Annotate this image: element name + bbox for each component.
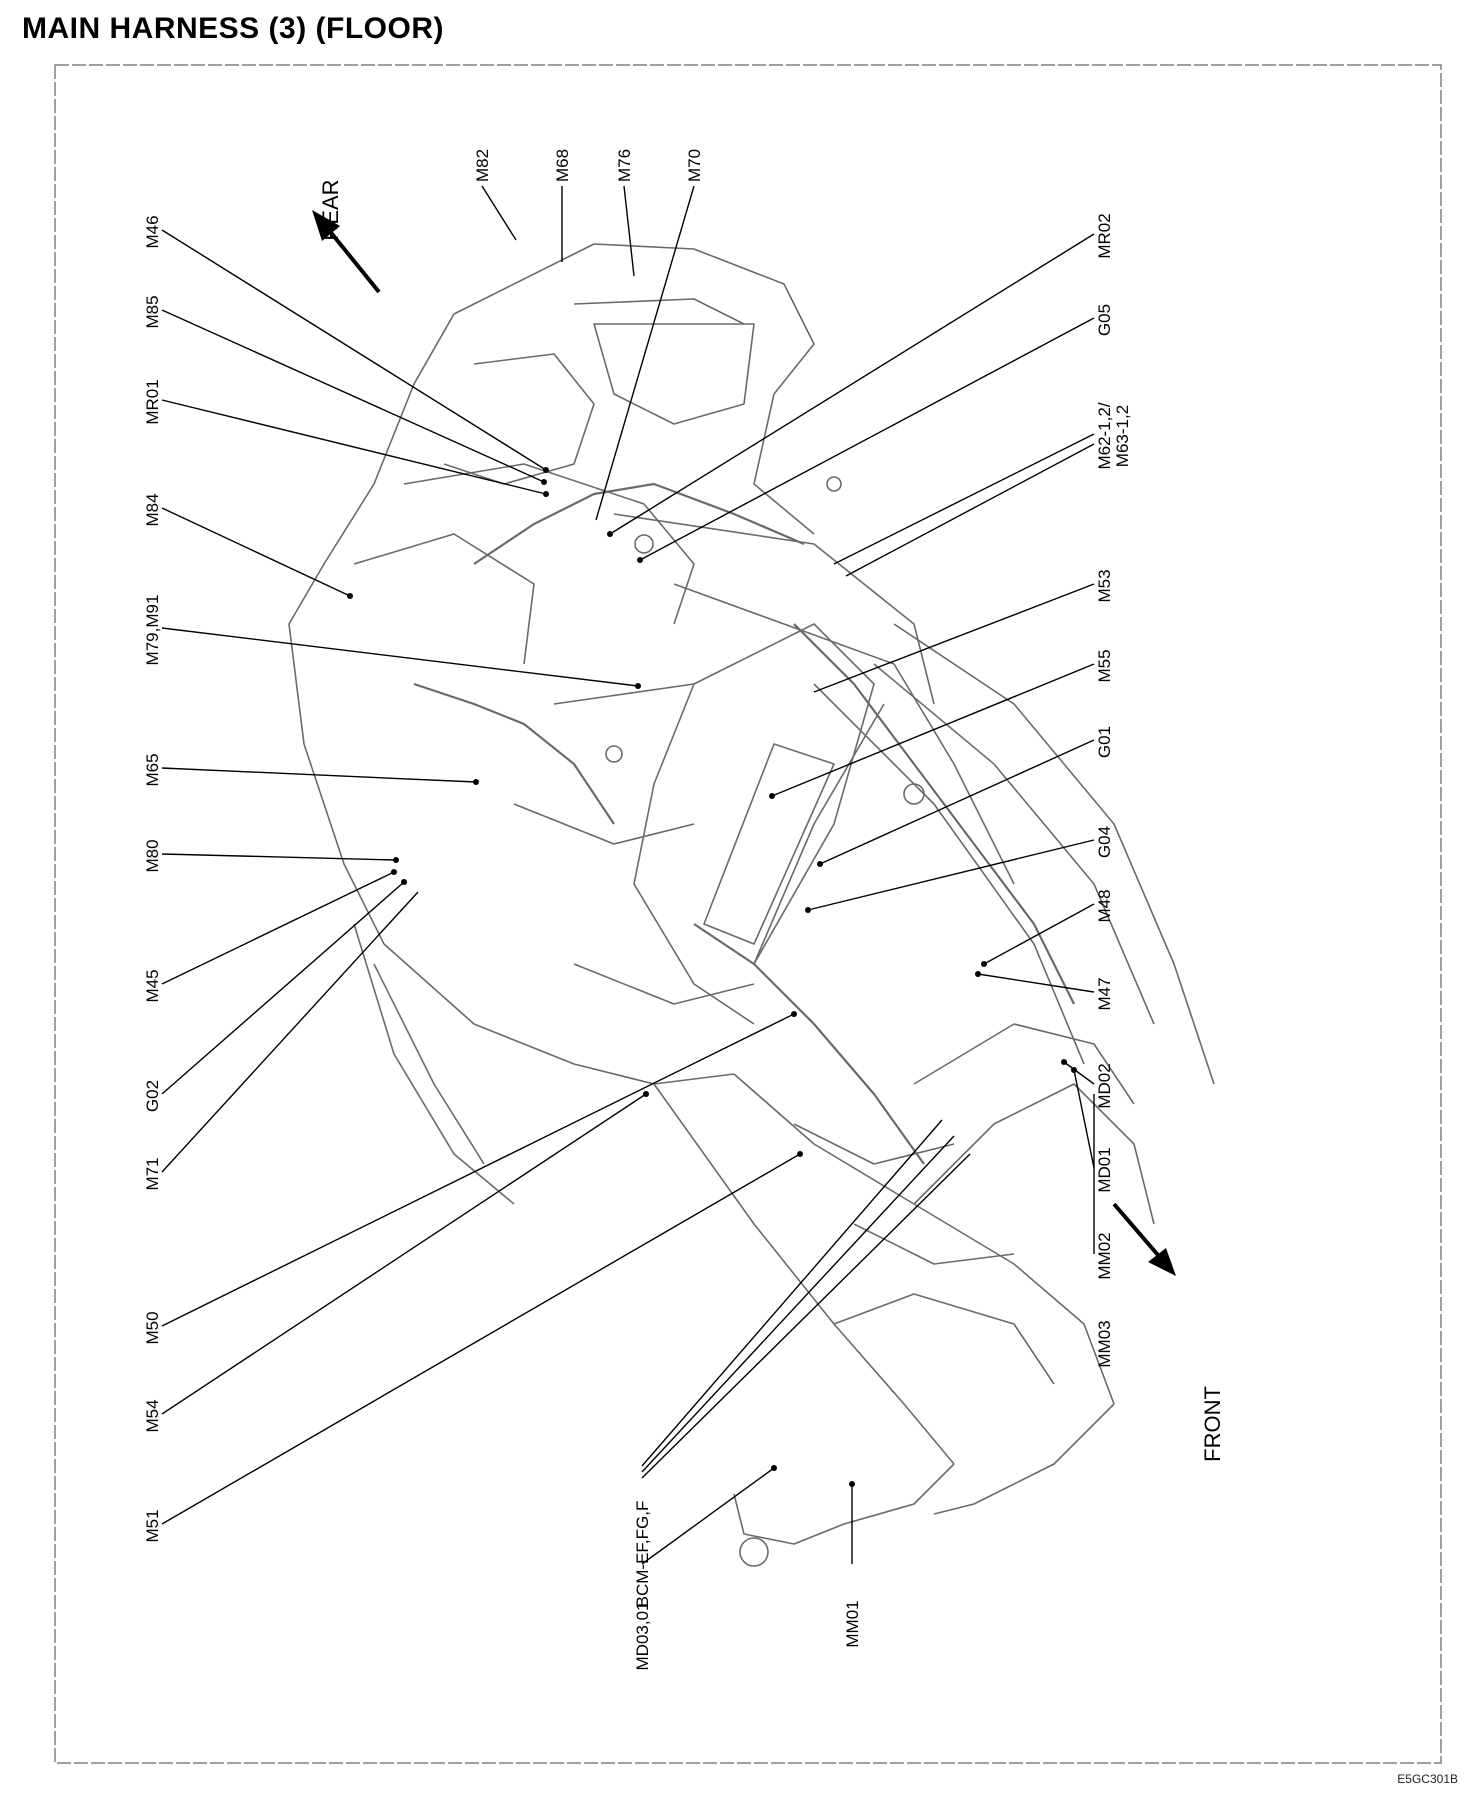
- front-label: FRONT: [1200, 1386, 1225, 1462]
- label-m46: M46: [143, 215, 162, 248]
- labels-right: MR02 G05 M62-1,2/ M63-1,2 M53 M55 G01 G0…: [1095, 213, 1132, 1367]
- label-m48: M48: [1095, 889, 1114, 922]
- label-m51: M51: [143, 1509, 162, 1542]
- labels-bottom: BCM-EF,FG,F MD03,01 MM01: [633, 1501, 862, 1671]
- label-md03-01: MD03,01: [633, 1602, 652, 1671]
- harness-diagram: M46 M85 MR01 M84 M79,M91 M65 M80 M45 G02…: [54, 64, 1442, 1764]
- labels-top: M82 M68 M76 M70: [473, 149, 704, 182]
- label-m70: M70: [685, 149, 704, 182]
- label-m85: M85: [143, 295, 162, 328]
- leader-lines: [161, 185, 1095, 1565]
- label-mr02: MR02: [1095, 213, 1114, 258]
- label-m63: M63-1,2: [1113, 405, 1132, 467]
- label-m65: M65: [143, 753, 162, 786]
- label-md01: MD01: [1095, 1147, 1114, 1192]
- label-mm02: MM02: [1095, 1232, 1114, 1279]
- label-m80: M80: [143, 839, 162, 872]
- label-m47: M47: [1095, 977, 1114, 1010]
- label-m62: M62-1,2/: [1095, 402, 1114, 469]
- label-m79-m91: M79,M91: [143, 595, 162, 666]
- label-m84: M84: [143, 493, 162, 526]
- label-g04: G04: [1095, 826, 1114, 858]
- label-m68: M68: [553, 149, 572, 182]
- label-m76: M76: [615, 149, 634, 182]
- page-title: MAIN HARNESS (3) (FLOOR): [22, 12, 444, 45]
- rear-arrow: [312, 210, 381, 294]
- front-arrow: [1112, 1202, 1176, 1276]
- labels-left: M46 M85 MR01 M84 M79,M91 M65 M80 M45 G02…: [143, 215, 162, 1542]
- label-g05: G05: [1095, 304, 1114, 336]
- label-m45: M45: [143, 969, 162, 1002]
- label-m71: M71: [143, 1157, 162, 1190]
- label-mm03: MM03: [1095, 1320, 1114, 1367]
- label-m50: M50: [143, 1311, 162, 1344]
- label-m53: M53: [1095, 569, 1114, 602]
- vehicle-floor-drawing: [288, 243, 1215, 1567]
- diagram-border: [54, 64, 1442, 1764]
- label-g02: G02: [143, 1080, 162, 1112]
- label-md02: MD02: [1095, 1063, 1114, 1108]
- label-m54: M54: [143, 1399, 162, 1432]
- label-bcm: BCM-EF,FG,F: [633, 1501, 652, 1608]
- figure-code: E5GC301B: [1397, 1772, 1458, 1786]
- label-g01: G01: [1095, 726, 1114, 758]
- connector-points: [347, 467, 1077, 1487]
- label-mm01: MM01: [843, 1600, 862, 1647]
- label-m55: M55: [1095, 649, 1114, 682]
- rear-label: REAR: [318, 179, 343, 240]
- label-mr01: MR01: [143, 379, 162, 424]
- label-m82: M82: [473, 149, 492, 182]
